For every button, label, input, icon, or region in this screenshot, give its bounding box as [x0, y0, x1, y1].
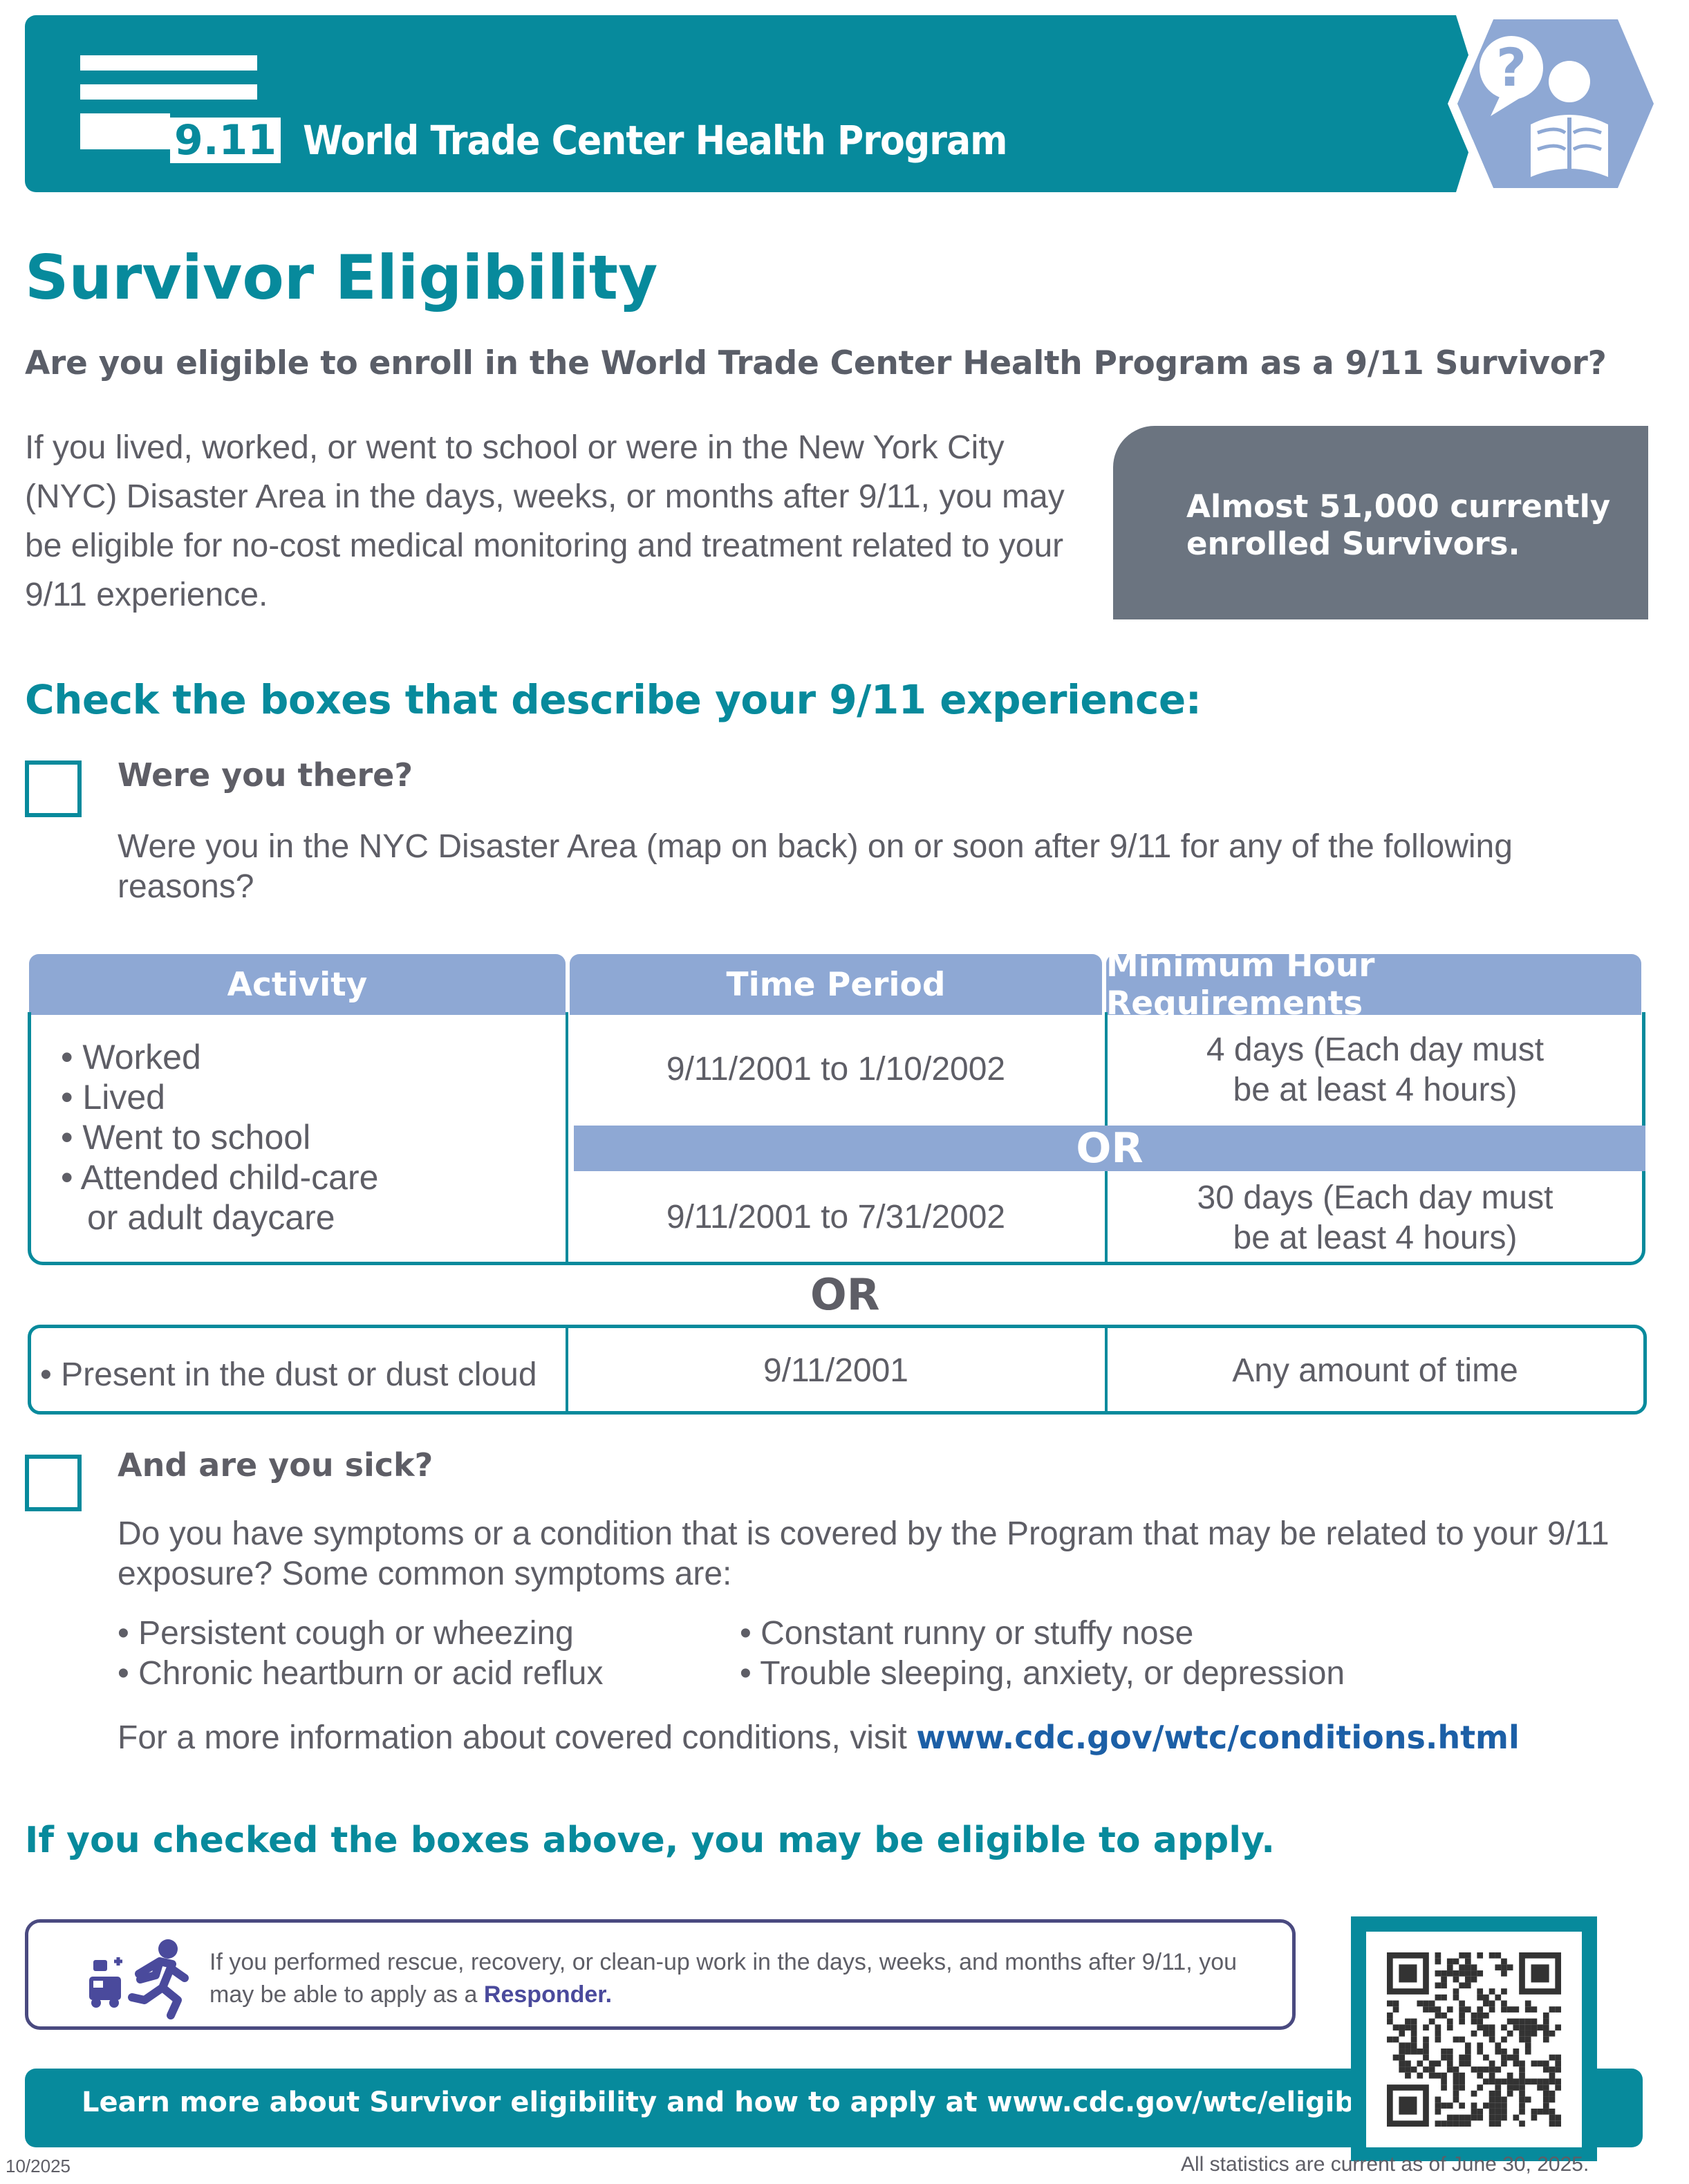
footer-text[interactable]: Learn more about Survivor eligibility an… — [82, 2087, 1573, 2118]
are-you-sick-checkbox[interactable] — [25, 1455, 82, 1511]
question-reader-icon: ? — [1448, 19, 1654, 188]
responder-link[interactable]: Responder. — [483, 1981, 613, 2008]
table-header-minimum-hours: Minimum Hour Requirements — [1106, 946, 1641, 1023]
program-name: World Trade Center Health Program — [303, 117, 1008, 164]
apply-heading: If you checked the boxes above, you may … — [25, 1820, 1275, 1861]
symptom-item: • Trouble sleeping, anxiety, or depressi… — [740, 1655, 1345, 1692]
conditions-link[interactable]: www.cdc.gov/wtc/conditions.html — [916, 1719, 1520, 1756]
table-divider — [566, 1012, 568, 1264]
running-responder-icon — [89, 1939, 189, 2019]
list-item: • Worked — [61, 1038, 201, 1076]
or-band: OR — [574, 1124, 1645, 1173]
symptom-item: • Persistent cough or wheezing — [118, 1615, 574, 1652]
activity-list: • Worked • Lived • Went to school • Atte… — [61, 1037, 378, 1238]
check-heading: Check the boxes that describe your 9/11 … — [25, 676, 1202, 723]
responder-text: If you performed rescue, recovery, or cl… — [209, 1949, 1238, 2008]
list-item: or adult daycare — [87, 1198, 335, 1237]
table-header-time-period: Time Period — [570, 954, 1102, 1015]
date-code: 10/2025 — [6, 2156, 71, 2176]
table-header-activity: Activity — [29, 954, 566, 1015]
logo-stripe — [80, 55, 257, 71]
qr-code[interactable] — [1366, 1932, 1582, 2147]
responder-callout: If you performed rescue, recovery, or cl… — [25, 1919, 1296, 2030]
symptom-item: • Constant runny or stuffy nose — [740, 1615, 1194, 1652]
qr-code-frame — [1351, 1916, 1597, 2161]
table-dust-row — [28, 1325, 1647, 1415]
symptom-item: • Chronic heartburn or acid reflux — [118, 1655, 604, 1692]
stats-note: All statistics are current as of June 30… — [1181, 2153, 1589, 2176]
conditions-info: For a more information about covered con… — [118, 1719, 1520, 1756]
were-you-there-checkbox[interactable] — [25, 760, 82, 817]
list-item: • Attended child-care — [61, 1158, 379, 1197]
or-separator: OR — [810, 1269, 880, 1320]
logo-number: 9.11 — [170, 118, 281, 163]
row1-period: 9/11/2001 to 1/10/2002 — [666, 1051, 1006, 1088]
header-banner: 9.11 World Trade Center Health Program — [25, 15, 1484, 192]
are-you-sick-text: Do you have symptoms or a condition that… — [118, 1515, 1609, 1592]
row3-requirement: Any amount of time — [1232, 1352, 1518, 1389]
list-item: • Went to school — [61, 1118, 311, 1157]
list-item: • Lived — [61, 1078, 165, 1117]
row2-period: 9/11/2001 to 7/31/2002 — [666, 1199, 1006, 1235]
row3-period: 9/11/2001 — [763, 1352, 908, 1389]
intro-paragraph: If you lived, worked, or went to school … — [25, 429, 1065, 613]
stat-callout-text: Almost 51,000 currently enrolled Survivo… — [1186, 488, 1611, 562]
row3-activity: • Present in the dust or dust cloud — [40, 1356, 537, 1393]
qr-code-image — [1387, 1952, 1561, 2127]
logo-stripe — [80, 113, 170, 149]
are-you-sick-label: And are you sick? — [118, 1446, 433, 1484]
were-you-there-text: Were you in the NYC Disaster Area (map o… — [118, 828, 1513, 905]
eligibility-question: Are you eligible to enroll in the World … — [25, 344, 1607, 382]
table-divider — [566, 1325, 568, 1415]
were-you-there-label: Were you there? — [118, 756, 413, 794]
table-divider — [1105, 1325, 1108, 1415]
logo-stripe — [80, 84, 257, 100]
page-title: Survivor Eligibility — [25, 242, 658, 313]
svg-text:?: ? — [1496, 37, 1527, 98]
stat-callout: Almost 51,000 currently enrolled Survivo… — [1113, 426, 1648, 619]
